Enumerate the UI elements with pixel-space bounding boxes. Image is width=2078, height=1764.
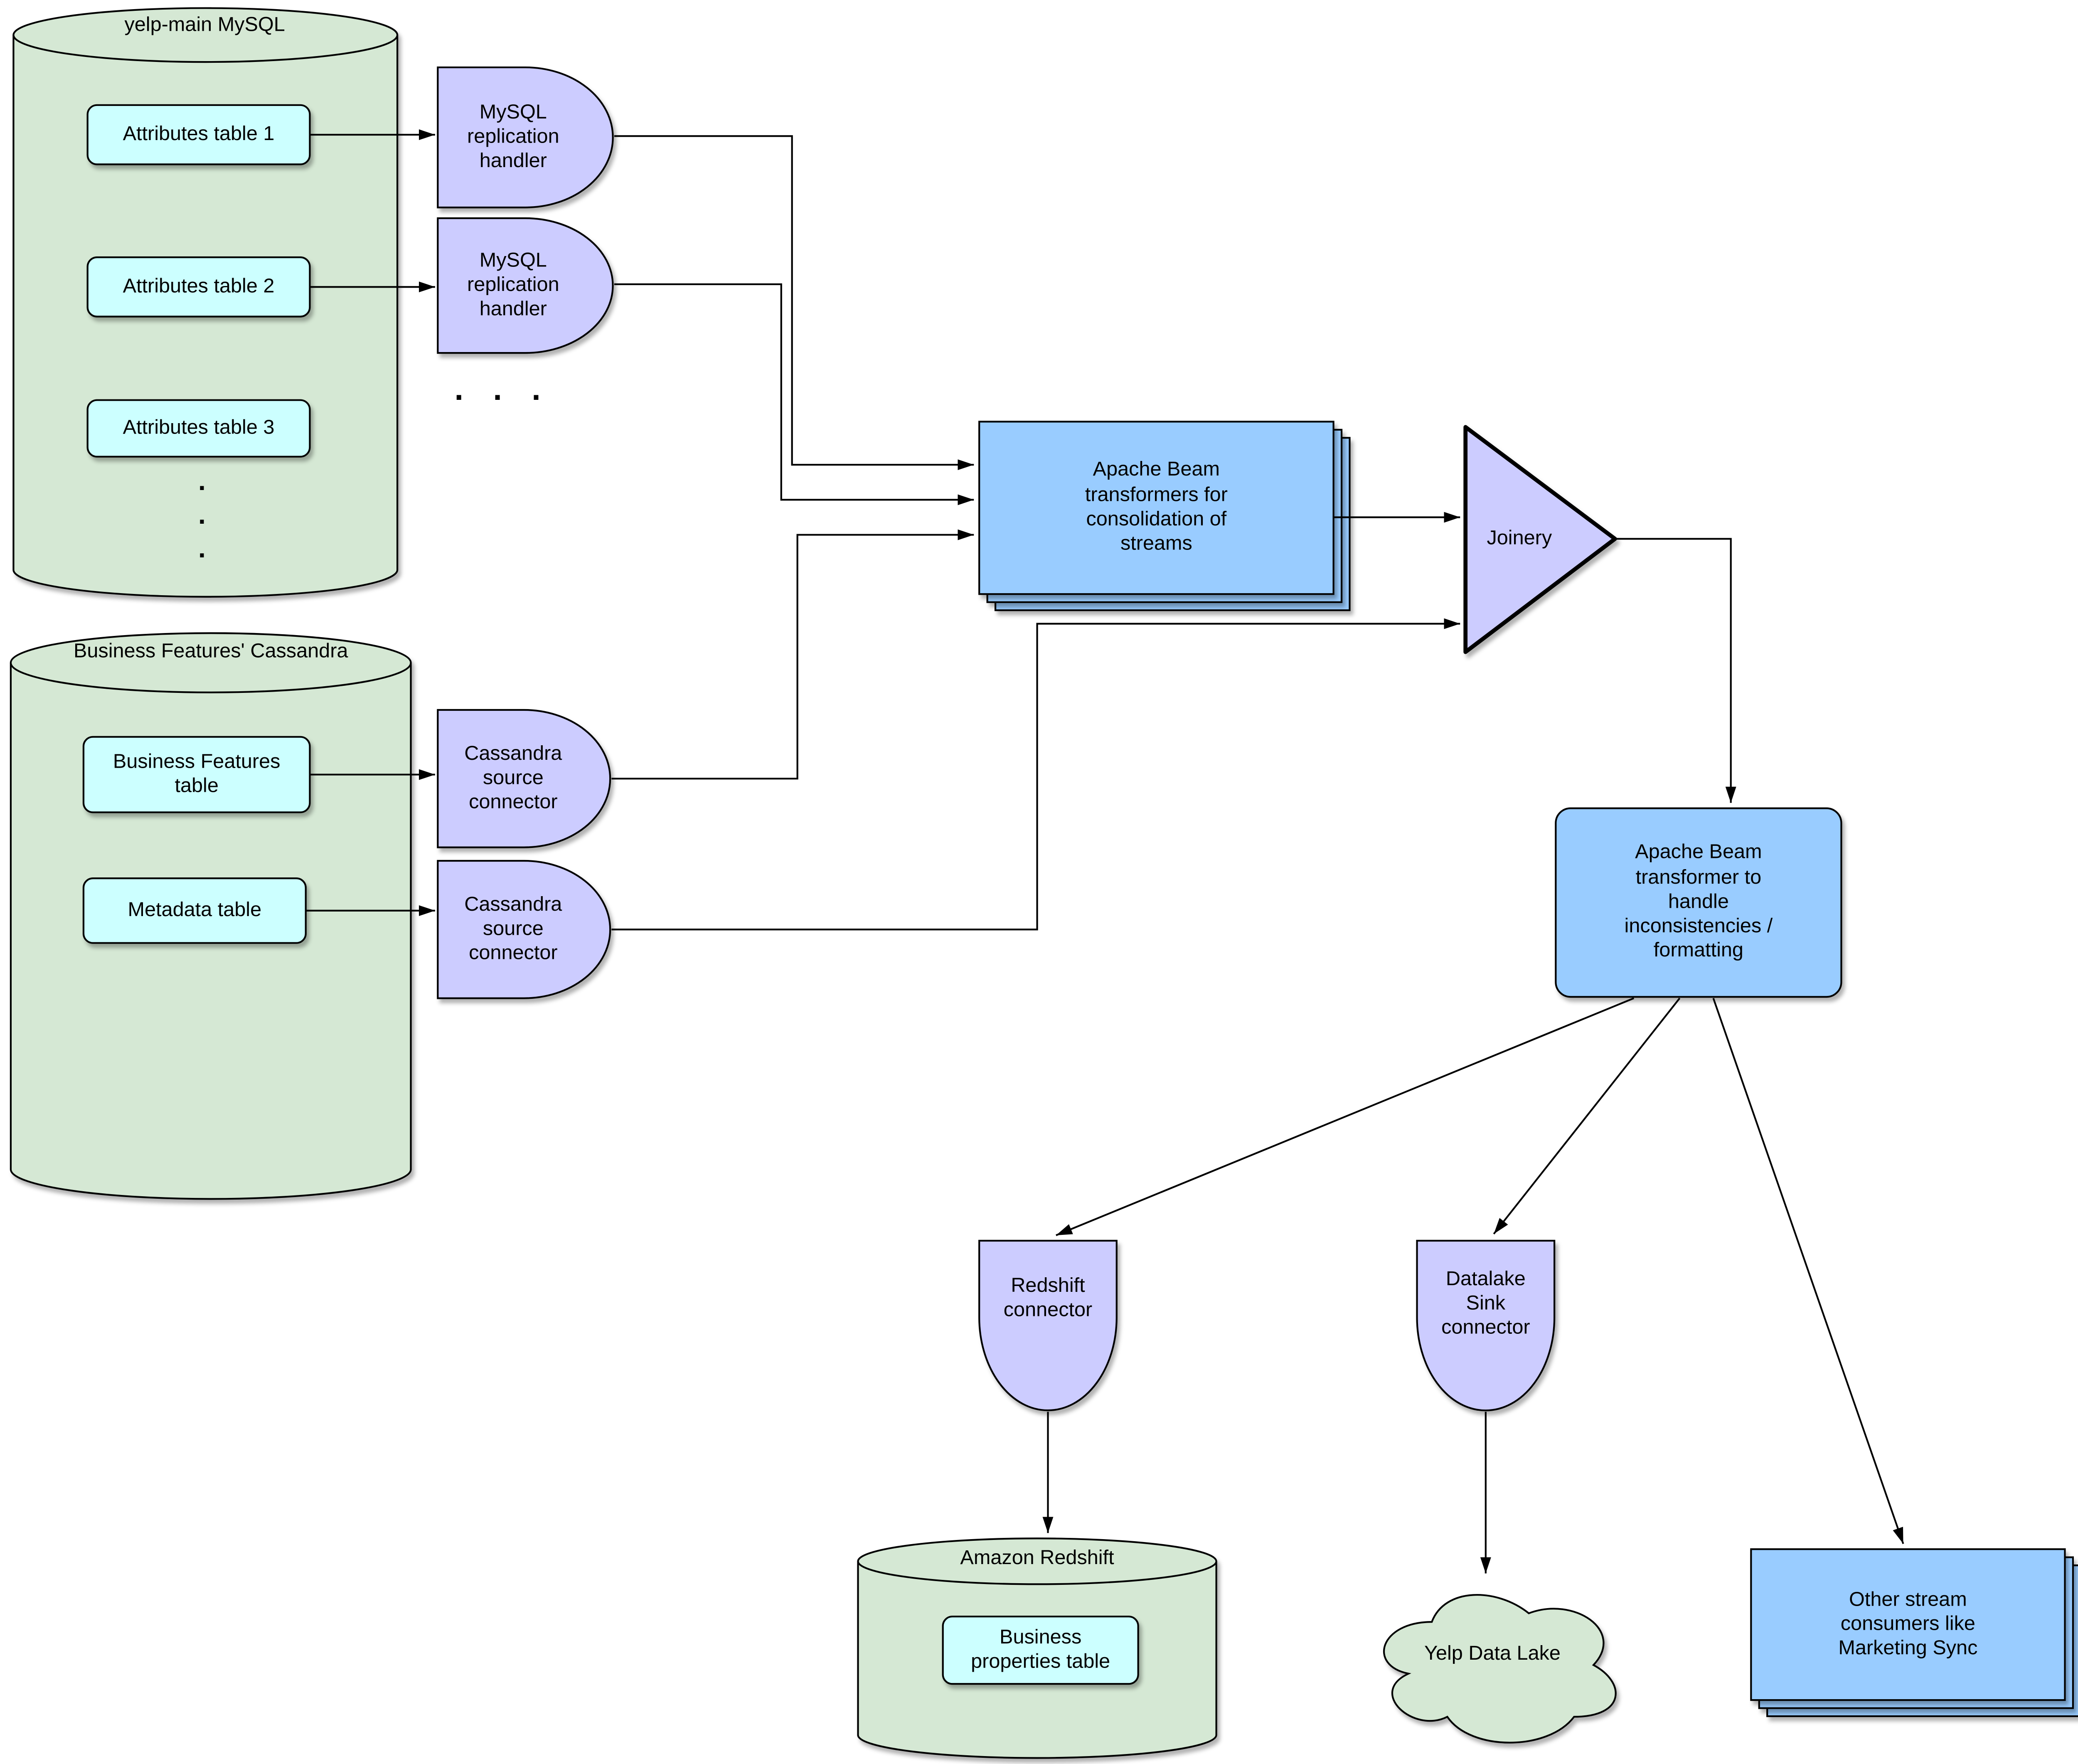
yelp-data-lake-label: Yelp Data Lake: [1424, 1642, 1561, 1665]
cassandra-source-connector-1-shape: [437, 709, 611, 848]
edge-handler2-to-beam: [614, 283, 974, 505]
mysql-replication-handler-2-shape: [437, 217, 614, 354]
datalake-sink-connector-label: Datalake Sink connector: [1441, 1267, 1530, 1340]
beam-consolidation-label: Apache Beam transformers for consolidati…: [1085, 458, 1228, 556]
cassandra-db-title: Business Features' Cassandra: [73, 639, 348, 663]
mysql-replication-handler-2-label: MySQL replication handler: [467, 249, 559, 321]
cassandra-source-connector-2-label: Cassandra source connector: [464, 892, 562, 965]
beam-formatting-label: Apache Beam transformer to handle incons…: [1624, 841, 1773, 963]
mysql-tables-ellipsis: · · ·: [198, 473, 207, 571]
yelp-data-lake-shape: [1383, 1594, 1617, 1744]
edge-joinery-to-formatter: [1615, 538, 1736, 803]
cassandra-source-connector-2-shape: [437, 860, 611, 999]
attributes-table-1-label: Attributes table 1: [123, 122, 275, 145]
joinery-shape: [1463, 425, 1617, 654]
joinery-label: Joinery: [1487, 526, 1552, 549]
mysql-db-title: yelp-main MySQL: [124, 13, 285, 37]
attributes-table-2-label: Attributes table 2: [123, 274, 275, 298]
attributes-table-3-shape: [86, 399, 311, 458]
cassandra-database-lid: [10, 663, 412, 693]
handlers-ellipsis: · · ·: [454, 380, 543, 417]
business-properties-table-shape: [942, 1616, 1139, 1685]
edge-connector1-to-beam: [611, 529, 974, 780]
redshift-connector-shape: [978, 1239, 1118, 1412]
mysql-replication-handler-1-label: MySQL replication handler: [467, 100, 559, 173]
metadata-table-label: Metadata table: [128, 898, 262, 921]
redshift-connector-label: Redshift connector: [1003, 1274, 1093, 1322]
amazon-redshift-lid: [857, 1561, 1217, 1585]
business-properties-table-label: Business properties table: [971, 1625, 1110, 1673]
mysql-replication-handler-1-shape: [437, 66, 614, 209]
edge-formatter-to-datalake-connector: [1493, 998, 1681, 1235]
beam-consolidation-shape: [978, 421, 1334, 595]
beam-formatting-shape: [1555, 807, 1842, 998]
cassandra-source-connector-1-label: Cassandra source connector: [464, 742, 562, 814]
business-features-table-label: Business Features table: [113, 750, 281, 798]
edge-formatter-to-redshift-connector: [1056, 997, 1635, 1236]
other-consumers-label: Other stream consumers like Marketing Sy…: [1838, 1587, 1978, 1660]
edge-connector2-to-joinery: [611, 618, 1460, 931]
attributes-table-3-label: Attributes table 3: [123, 416, 275, 439]
amazon-redshift-title: Amazon Redshift: [960, 1546, 1114, 1569]
datalake-sink-connector-shape: [1416, 1239, 1556, 1412]
other-consumers-shape: [1750, 1548, 2066, 1701]
edge-handler1-to-beam: [614, 135, 974, 471]
edge-formatter-to-other-consumers: [1712, 998, 1904, 1544]
mysql-database-lid: [12, 35, 399, 63]
